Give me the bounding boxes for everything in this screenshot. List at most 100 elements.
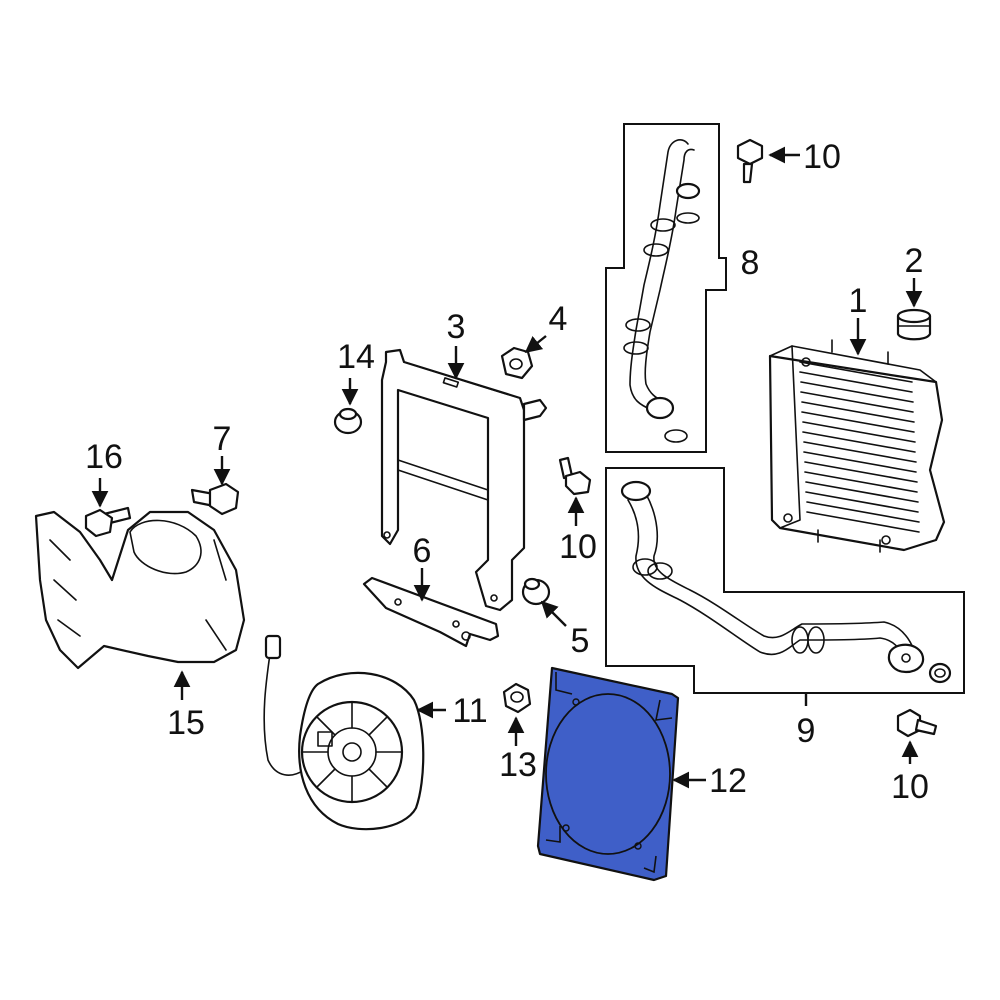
part-4-nut[interactable]	[500, 346, 534, 380]
part-9-hose-inner	[645, 493, 915, 651]
part-10-upper-shank	[742, 162, 754, 184]
part-1-oil-cooler[interactable]	[768, 339, 946, 553]
part-11-connector	[264, 634, 282, 660]
part-11-fan[interactable]	[263, 634, 425, 831]
callout-14: 14	[337, 338, 375, 376]
part-3-hole-a	[383, 531, 391, 539]
part-8-clamp-d	[623, 341, 649, 355]
part-1-tank-left	[769, 345, 801, 529]
callout-4: 4	[549, 300, 568, 338]
callout-11: 11	[452, 692, 487, 730]
part-10-lower-shank	[914, 718, 938, 736]
part-12-fan-shroud[interactable]	[536, 666, 680, 882]
part-10-upper-head	[736, 138, 764, 166]
part-3-top-edge	[403, 361, 521, 399]
part-10-bolt-middle[interactable]	[558, 456, 592, 496]
part-14-grommet[interactable]	[333, 407, 363, 435]
part-13-hex	[502, 682, 532, 714]
callout-13: 13	[499, 746, 537, 784]
part-9-oring-inner	[934, 668, 946, 678]
callout-12: 12	[709, 762, 747, 800]
part-8-hose-body	[629, 139, 689, 411]
part-9-hose-outer	[627, 499, 906, 659]
part-1-fins	[799, 361, 920, 533]
callout-6: 6	[413, 532, 432, 570]
callout-labels: 1 2 3 4 5 6 7 8 9 10 10 10 11 12 13 14 1…	[85, 138, 929, 806]
part-9-clamp-d	[807, 626, 825, 654]
part-15-air-duct[interactable]	[34, 510, 246, 670]
part-10-bolt-upper[interactable]	[736, 138, 764, 184]
part-13-nut[interactable]	[502, 682, 532, 714]
part-2-top	[896, 308, 932, 324]
callout-3: 3	[447, 308, 466, 346]
part-1-tank-top	[791, 345, 937, 383]
part-9-clamp-b	[647, 562, 673, 580]
callout-10-lower: 10	[891, 768, 929, 806]
callout-9: 9	[797, 712, 816, 750]
part-15-opening	[129, 519, 202, 575]
callout-2: 2	[905, 242, 924, 280]
callout-16: 16	[85, 438, 123, 476]
part-6-hole-b	[452, 620, 460, 628]
part-9-clamp-a	[632, 558, 658, 576]
part-10-middle-head	[564, 470, 592, 496]
part-9-fitting-top	[620, 480, 652, 502]
part-2-isolator[interactable]	[896, 308, 932, 341]
leader-4	[524, 335, 547, 354]
part-8-fitting-top	[675, 182, 701, 200]
part-8-oring-bottom	[664, 429, 688, 443]
part-8-clamp-b	[643, 243, 669, 257]
part-11-blades	[301, 701, 403, 803]
part-1-bolt-hole-a	[801, 357, 811, 367]
callout-1: 1	[849, 282, 868, 320]
part-16-bolt[interactable]	[84, 506, 132, 538]
part-12-hole-a	[572, 698, 580, 706]
part-5-top	[523, 577, 541, 591]
part-5-grommet[interactable]	[521, 577, 551, 606]
part-9-lower-hose[interactable]	[605, 467, 965, 694]
part-9-flange	[887, 643, 925, 674]
part-6-body	[362, 576, 500, 648]
part-12-hole-b	[562, 824, 570, 832]
part-15-ribs	[49, 539, 227, 651]
part-12-body	[536, 666, 680, 882]
part-10-bolt-lower[interactable]	[896, 708, 938, 738]
part-4-hex	[500, 346, 534, 380]
callout-10-upper: 10	[803, 138, 841, 176]
part-15-body	[34, 510, 246, 670]
part-3-crossbar	[397, 459, 489, 501]
part-4-hole	[509, 358, 523, 370]
part-14-top	[338, 407, 358, 421]
callout-8: 8	[741, 244, 760, 282]
part-12-corner-tabs	[545, 672, 673, 874]
part-9-oring	[928, 662, 952, 684]
part-7-bolt[interactable]	[190, 482, 240, 516]
part-3-frame-outer	[380, 348, 526, 612]
part-8-clamp-a	[650, 218, 676, 232]
part-3-hole-b	[490, 594, 498, 602]
part-1-bolt-hole-b	[783, 513, 793, 523]
part-13-hole	[510, 691, 524, 703]
part-8-upper-hose[interactable]	[605, 123, 727, 453]
part-16-head	[84, 508, 114, 538]
part-8-clamp-c	[625, 318, 651, 332]
part-6-hole-c	[461, 631, 471, 641]
part-8-hose-body-edge	[644, 148, 695, 403]
part-12-hole-c	[634, 842, 642, 850]
part-3-bracket[interactable]	[380, 348, 548, 612]
part-11-wire	[263, 639, 305, 776]
leader-lines	[91, 146, 923, 789]
part-12-opening	[545, 693, 671, 855]
part-11-label	[317, 731, 333, 747]
part-1-bolt-hole-c	[881, 535, 891, 545]
part-6-hole-a	[394, 598, 402, 606]
leader-5	[540, 600, 567, 627]
part-8-fitting-bottom	[645, 396, 675, 420]
part-7-head	[208, 482, 240, 516]
part-3-slot	[442, 377, 460, 388]
part-6-lower-bracket[interactable]	[362, 576, 500, 648]
part-9-box	[605, 467, 965, 694]
callout-7: 7	[213, 420, 232, 458]
